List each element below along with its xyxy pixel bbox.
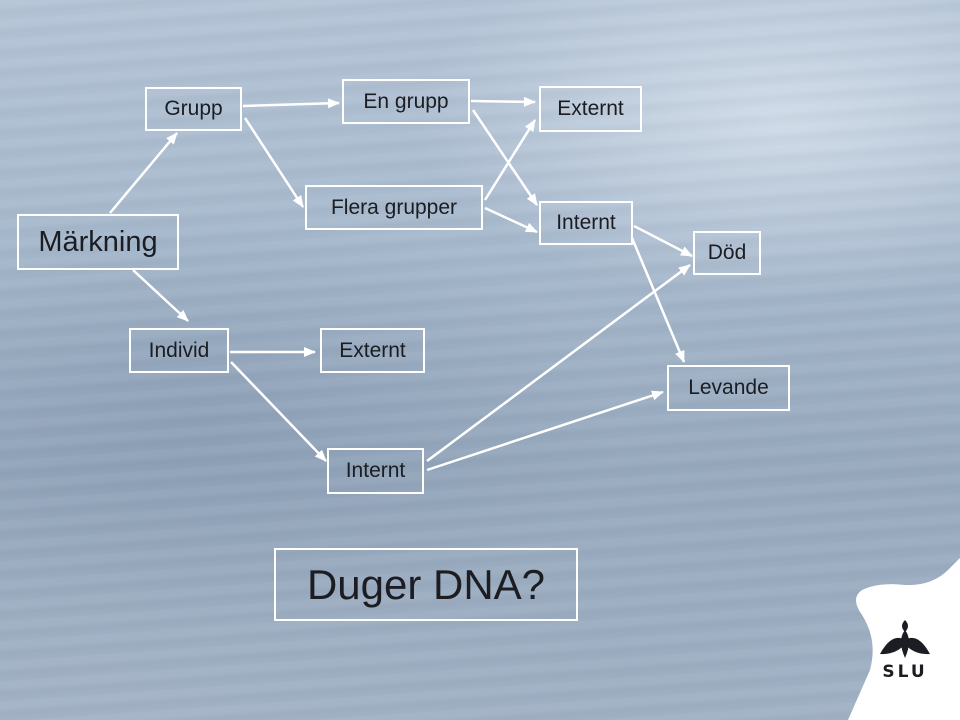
- arrow-grupp-flera-grupper: [243, 117, 305, 208]
- node-internt-individ: Internt: [327, 448, 424, 494]
- question-box: Duger DNA?: [274, 548, 578, 621]
- node-internt-group: Internt: [539, 201, 633, 245]
- arrow-internt-levande-long: [426, 390, 664, 472]
- arrow-internt-levande: [630, 237, 686, 363]
- arrow-grupp-en-grupp: [242, 98, 340, 109]
- arrow-markning-individ: [132, 269, 189, 322]
- node-en-grupp: En grupp: [342, 79, 470, 124]
- arrow-en-grupp-externt: [470, 96, 536, 107]
- arrow-flera-grupper-internt: [484, 206, 538, 234]
- node-externt-group: Externt: [539, 86, 642, 132]
- arrow-individ-internt: [230, 361, 327, 462]
- node-grupp: Grupp: [145, 87, 242, 131]
- arrow-internt-dod: [633, 224, 693, 258]
- node-dod: Död: [693, 231, 761, 275]
- arrow-en-grupp-internt: [471, 109, 539, 206]
- slu-logo-text: SLU: [882, 662, 928, 682]
- node-individ: Individ: [129, 328, 229, 373]
- node-markning: Märkning: [17, 214, 179, 270]
- node-levande: Levande: [667, 365, 790, 411]
- arrow-internt-dod-long: [426, 263, 691, 463]
- arrow-markning-grupp: [109, 132, 178, 214]
- arrow-flera-grupper-externt: [483, 119, 537, 201]
- node-flera-grupper: Flera grupper: [305, 185, 483, 230]
- node-externt-individ: Externt: [320, 328, 425, 373]
